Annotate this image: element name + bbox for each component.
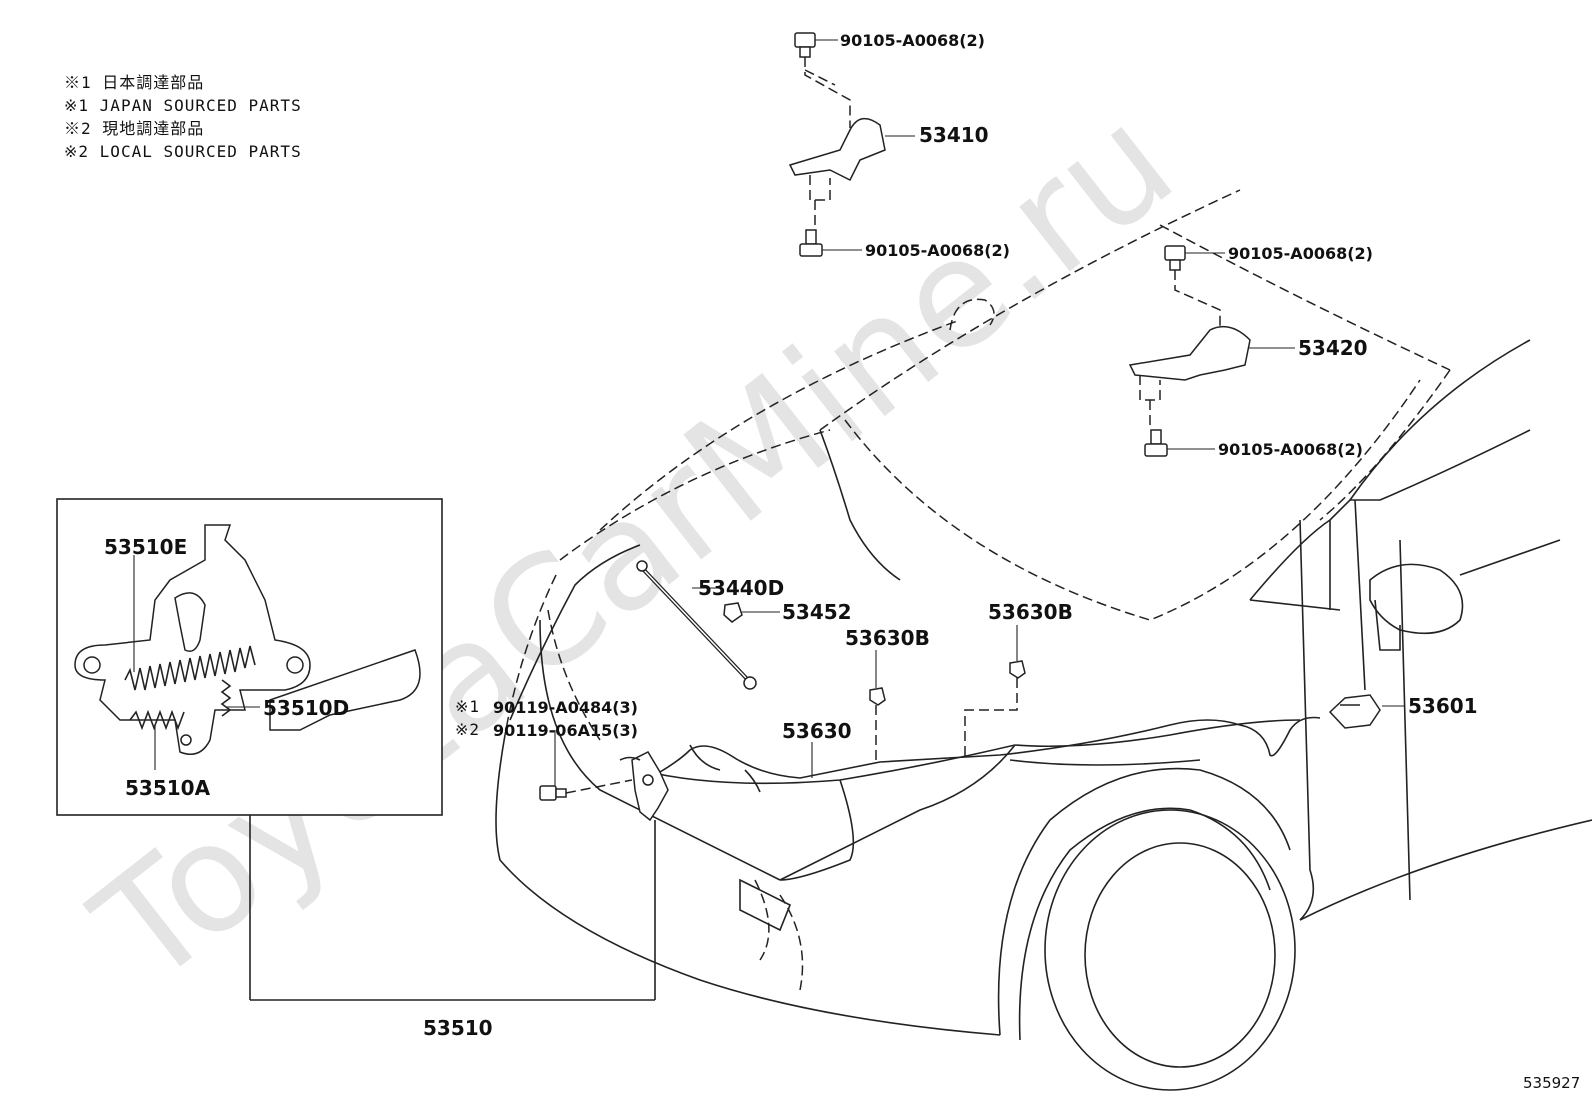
bolt-icon	[539, 785, 567, 801]
bolt-icon	[794, 32, 816, 58]
rod-holder-53452	[723, 602, 780, 623]
callout-mark: ※1	[455, 697, 480, 716]
support-rod-53440d	[636, 560, 757, 690]
callout-bolt: 90105-A0068(2)	[865, 241, 1010, 260]
callout-release-cable: 53630	[782, 719, 852, 743]
callout-spring-d: 53510D	[263, 696, 349, 720]
bolt-icon	[1144, 429, 1168, 457]
callout-spring-e: 53510E	[104, 535, 187, 559]
callout-support-rod: 53440D	[698, 576, 784, 600]
clamp-53630b-left	[869, 650, 886, 762]
callout-release-handle: 53601	[1408, 694, 1478, 718]
callout-hinge-left: 53410	[919, 123, 989, 147]
car-body-solid	[495, 339, 1592, 1091]
bolt-icon	[799, 229, 823, 257]
callout-rod-holder: 53452	[782, 600, 852, 624]
callout-bolt: 90105-A0068(2)	[840, 31, 985, 50]
callout-lock-bolt: 90119-06A15(3)	[493, 721, 638, 740]
callout-lock-assy: 53510	[423, 1016, 493, 1040]
release-handle-53601	[1328, 694, 1405, 729]
hinge-53410	[788, 32, 915, 257]
callout-clamp-right: 53630B	[988, 600, 1073, 624]
note-line: ※1 JAPAN SOURCED PARTS	[64, 96, 302, 115]
callout-clamp-left: 53630B	[845, 626, 930, 650]
callout-hinge-right: 53420	[1298, 336, 1368, 360]
callout-bolt: 90105-A0068(2)	[1218, 440, 1363, 459]
callout-bolt: 90105-A0068(2)	[1228, 244, 1373, 263]
hood-lock-on-car	[249, 730, 669, 1001]
note-line: ※2 現地調達部品	[64, 119, 204, 138]
callout-mark: ※2	[455, 720, 480, 739]
figure-id: 535927	[1523, 1074, 1580, 1092]
callout-spring-a: 53510A	[125, 776, 211, 800]
note-line: ※2 LOCAL SOURCED PARTS	[64, 142, 302, 161]
lock-detail-box	[56, 498, 443, 816]
callout-lock-bolt: 90119-A0484(3)	[493, 698, 638, 717]
release-cable-53630	[659, 716, 1321, 793]
bolt-icon	[1164, 245, 1186, 271]
note-line: ※1 日本調達部品	[64, 73, 204, 92]
notes-legend: ※1 日本調達部品 ※1 JAPAN SOURCED PARTS ※2 現地調達…	[64, 73, 302, 161]
clamp-53630b-right	[964, 625, 1026, 760]
hinge-53420	[1128, 245, 1295, 457]
